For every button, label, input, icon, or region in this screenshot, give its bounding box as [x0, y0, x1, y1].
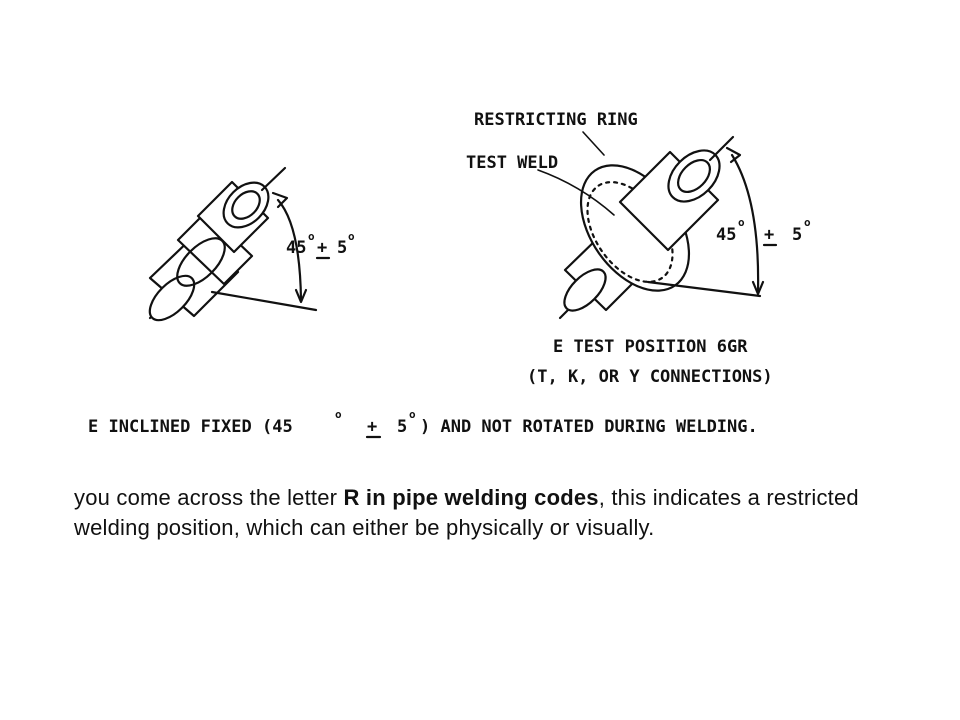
- left-angle-label: 45 o + 5 o: [286, 230, 355, 260]
- svg-text:o: o: [308, 230, 315, 243]
- left-pipe-drawing: [148, 166, 318, 322]
- welding-position-diagram: 45 o + 5 o 45 o + 5: [88, 110, 811, 439]
- caption-bold: R in pipe welding codes: [343, 485, 599, 510]
- right-angle-label: 45 o + 5 o: [716, 216, 811, 247]
- test-weld-label: TEST WELD: [466, 153, 558, 173]
- svg-text:o: o: [335, 408, 342, 421]
- svg-text:5: 5: [792, 225, 802, 245]
- position-title: E TEST POSITION 6GR: [553, 337, 748, 357]
- restricting-ring-label: RESTRICTING RING: [474, 110, 638, 130]
- svg-text:5: 5: [337, 238, 347, 258]
- explanation-text: you come across the letter R in pipe wel…: [74, 483, 874, 543]
- svg-text:o: o: [409, 408, 416, 421]
- svg-text:o: o: [738, 216, 745, 229]
- caption-part1: you come across the letter: [74, 485, 344, 510]
- svg-text:45: 45: [286, 238, 306, 258]
- svg-text:) AND NOT ROTATED DURING WELDI: ) AND NOT ROTATED DURING WELDING.: [420, 417, 758, 437]
- svg-text:E INCLINED FIXED (45: E INCLINED FIXED (45: [88, 417, 293, 437]
- svg-text:+: +: [367, 417, 377, 437]
- right-pipe-drawing: [537, 131, 765, 320]
- svg-text:o: o: [804, 216, 811, 229]
- svg-text:o: o: [348, 230, 355, 243]
- caption-part2: , this indicates a restricted welding po…: [74, 485, 859, 540]
- inclined-fixed-caption: E INCLINED FIXED (45 o + 5 o ) AND NOT R…: [88, 408, 758, 439]
- position-subtitle: (T, K, OR Y CONNECTIONS): [527, 367, 773, 387]
- svg-text:5: 5: [397, 417, 407, 437]
- svg-text:+: +: [764, 225, 774, 245]
- svg-text:45: 45: [716, 225, 736, 245]
- svg-text:+: +: [317, 238, 327, 258]
